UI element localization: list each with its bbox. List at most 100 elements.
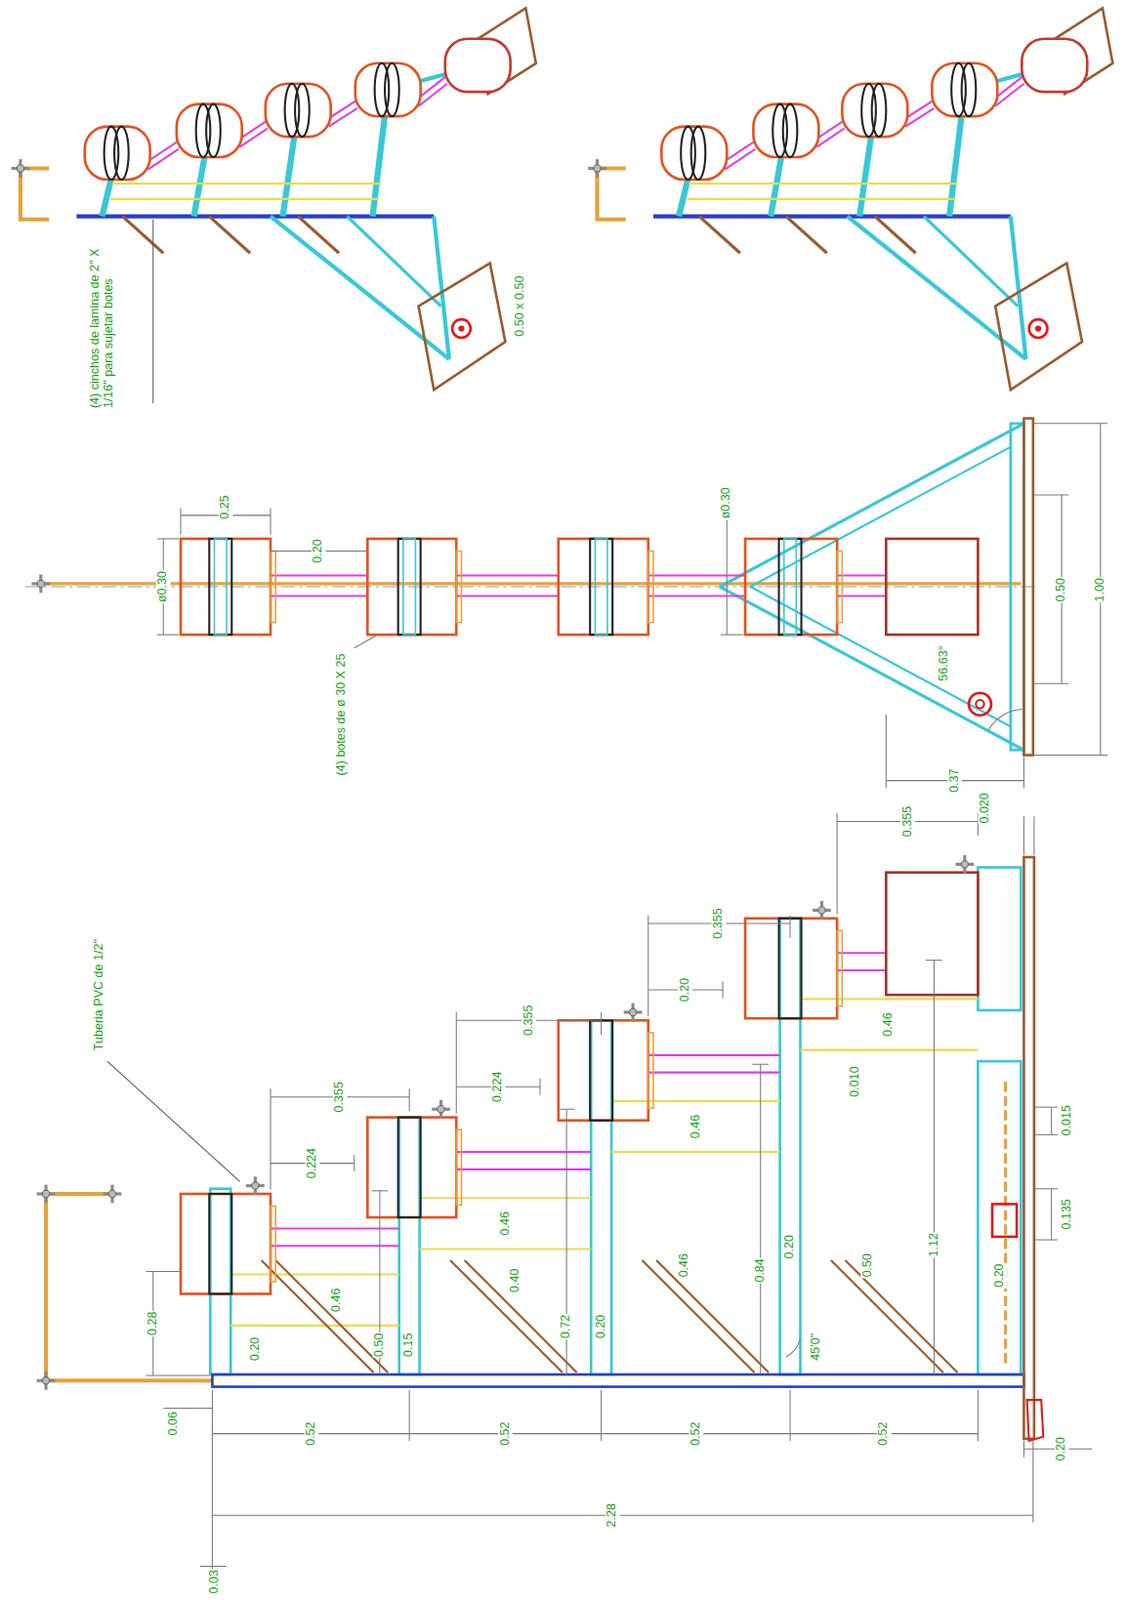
side-view [456, 1151, 591, 1154]
dimension-line [1033, 816, 1035, 856]
dimension-label: 0.20 [311, 538, 326, 565]
side-view [812, 901, 832, 920]
dimension-line [269, 1088, 271, 1190]
dimension-label: 0.355 [900, 805, 915, 838]
front-view [25, 586, 1037, 588]
front-view [975, 700, 984, 709]
dimension-line [988, 709, 1025, 731]
dimension-label: 0.50 x 0.50 [513, 275, 528, 338]
dimension-label: 0.52 [498, 1420, 512, 1448]
isometric-view [176, 104, 243, 158]
dimension-label: 0.52 [876, 1420, 891, 1448]
front-view [558, 539, 649, 635]
isometric-view [270, 216, 450, 360]
dimension-line [759, 1064, 761, 1376]
dimension-label: 2.28 [605, 1502, 620, 1530]
side-view [37, 1372, 56, 1391]
side-view [611, 1151, 780, 1154]
dimension-line [353, 1155, 355, 1172]
dimension-line [1050, 1189, 1052, 1241]
front-view [648, 594, 746, 597]
dimension-label: 0.25 [218, 494, 233, 521]
dimension-label: 0.52 [304, 1420, 319, 1448]
side-view [275, 1260, 388, 1374]
dimension-line [1023, 1441, 1025, 1459]
front-view [270, 574, 368, 577]
dimension-line [1033, 494, 1070, 496]
dimension-line [647, 916, 649, 1017]
isometric-view [355, 63, 421, 117]
dimension-line [354, 635, 376, 649]
dimension-label: 0.46 [330, 1287, 344, 1314]
dimension-line [1050, 1107, 1052, 1135]
side-view [641, 1260, 754, 1374]
side-view [800, 1049, 979, 1052]
isometric-view [20, 167, 49, 219]
dimension-label: 45'0" [809, 1333, 824, 1363]
dimension-line [977, 1390, 979, 1442]
side-view [419, 1248, 592, 1251]
front-view [589, 539, 613, 635]
note-label: (4) cinchos de lamina de 2" X 1/16" para… [87, 233, 117, 410]
dimension-line [157, 538, 179, 540]
dimension-label: 0.46 [880, 1011, 895, 1039]
front-view [270, 594, 368, 597]
dimension-label: 0.84 [753, 1257, 768, 1285]
dimension-label: 0.20 [677, 977, 692, 1004]
side-view [1023, 857, 1034, 1440]
leader-line [152, 219, 154, 404]
front-view [456, 574, 559, 577]
front-view [779, 539, 802, 635]
front-view [270, 550, 276, 623]
side-view [624, 1003, 643, 1023]
dimension-label: 0.20 [593, 1314, 608, 1341]
side-view [955, 855, 974, 875]
dimension-line [933, 960, 935, 1376]
dimension-label: 0.224 [491, 1070, 505, 1103]
dimension-line [1023, 757, 1025, 789]
isometric-view [76, 214, 434, 219]
front-view [1023, 418, 1033, 756]
side-view [836, 969, 886, 972]
side-view [398, 1118, 421, 1218]
dimension-line [409, 1390, 411, 1442]
front-view [836, 574, 886, 577]
front-view [750, 586, 1011, 727]
dimension-label: 0.50 [1054, 577, 1069, 604]
dimension-label: 0.355 [521, 1004, 536, 1038]
front-view [180, 539, 271, 635]
front-view [745, 539, 837, 635]
dimension-line [1033, 683, 1070, 685]
side-view [992, 1204, 1017, 1237]
isometric-view [291, 182, 381, 185]
isometric-view [265, 83, 332, 137]
isometric-view [202, 182, 292, 185]
dimension-label: 0.50 [373, 1332, 387, 1359]
dimension-label: 0.50 [860, 1252, 875, 1280]
isometric-view [208, 216, 251, 254]
dimension-label: 0.135 [1059, 1198, 1074, 1231]
side-view [456, 1129, 461, 1206]
dimension-label: 0.28 [146, 1310, 161, 1337]
dimension-line [786, 1338, 801, 1358]
dimension-label: 0.15 [402, 1332, 417, 1359]
side-view [399, 1118, 420, 1376]
dimension-line [558, 1109, 576, 1111]
side-view [1027, 1400, 1044, 1442]
side-view [648, 1033, 654, 1109]
dimension-label: 0.20 [248, 1336, 262, 1364]
side-view [261, 1260, 375, 1374]
isometric-view [148, 149, 179, 170]
dimension-line [790, 916, 792, 939]
dimension-line [1034, 1134, 1058, 1136]
side-view [37, 813, 1093, 1578]
dimension-label: 0.20 [1054, 1436, 1069, 1463]
dimension-line [371, 1190, 388, 1192]
side-view [246, 1176, 265, 1196]
side-view [270, 953, 886, 1247]
dimension-line [1023, 816, 1025, 856]
side-view [831, 1260, 944, 1374]
dimension-line [211, 1390, 213, 1578]
front-view [750, 447, 1011, 587]
dimension-line [1034, 1107, 1058, 1109]
